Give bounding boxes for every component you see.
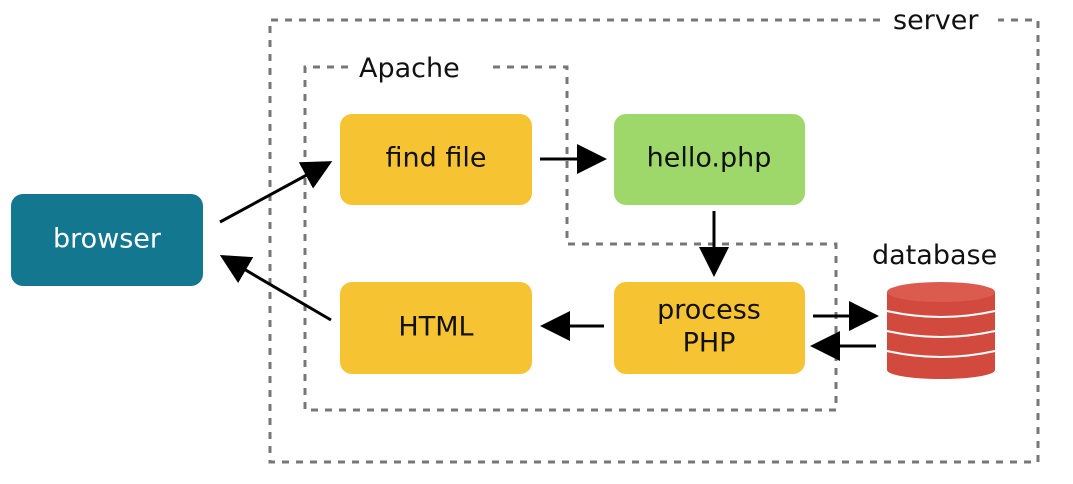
process-php-label-line1: process: [657, 295, 761, 326]
html-to-browser-arrow: [219, 254, 332, 322]
process-php-label-line2: PHP: [683, 328, 736, 359]
hello-php-label: hello.php: [647, 143, 772, 174]
apache-label-background: [350, 49, 486, 85]
find-file-label: find file: [386, 143, 487, 174]
hello-php-node: hello.php: [614, 114, 805, 205]
find-file-box: [340, 114, 532, 205]
server-label-background: [883, 2, 995, 38]
apache-boundary: [303, 65, 838, 412]
database-label: database: [872, 240, 997, 271]
find-file-node: find file: [340, 114, 532, 205]
apache-group: Apache: [303, 49, 838, 412]
hello-php-box: [614, 114, 805, 205]
database-cylinder-icon: [886, 282, 996, 379]
process-php-box: [614, 282, 805, 374]
browser-box: [11, 194, 203, 286]
browser-node: browser: [11, 194, 203, 286]
html-label: HTML: [398, 312, 473, 343]
browser-label: browser: [53, 224, 162, 255]
server-group: server: [268, 2, 1040, 464]
browser-to-find-file-arrow: [219, 161, 333, 224]
server-boundary: [268, 18, 1040, 464]
html-node: HTML: [340, 282, 532, 374]
apache-label: Apache: [359, 53, 460, 84]
server-label: server: [893, 5, 979, 36]
database-node: database: [872, 240, 997, 379]
process-php-node: process PHP: [614, 282, 805, 374]
html-box: [340, 282, 532, 374]
